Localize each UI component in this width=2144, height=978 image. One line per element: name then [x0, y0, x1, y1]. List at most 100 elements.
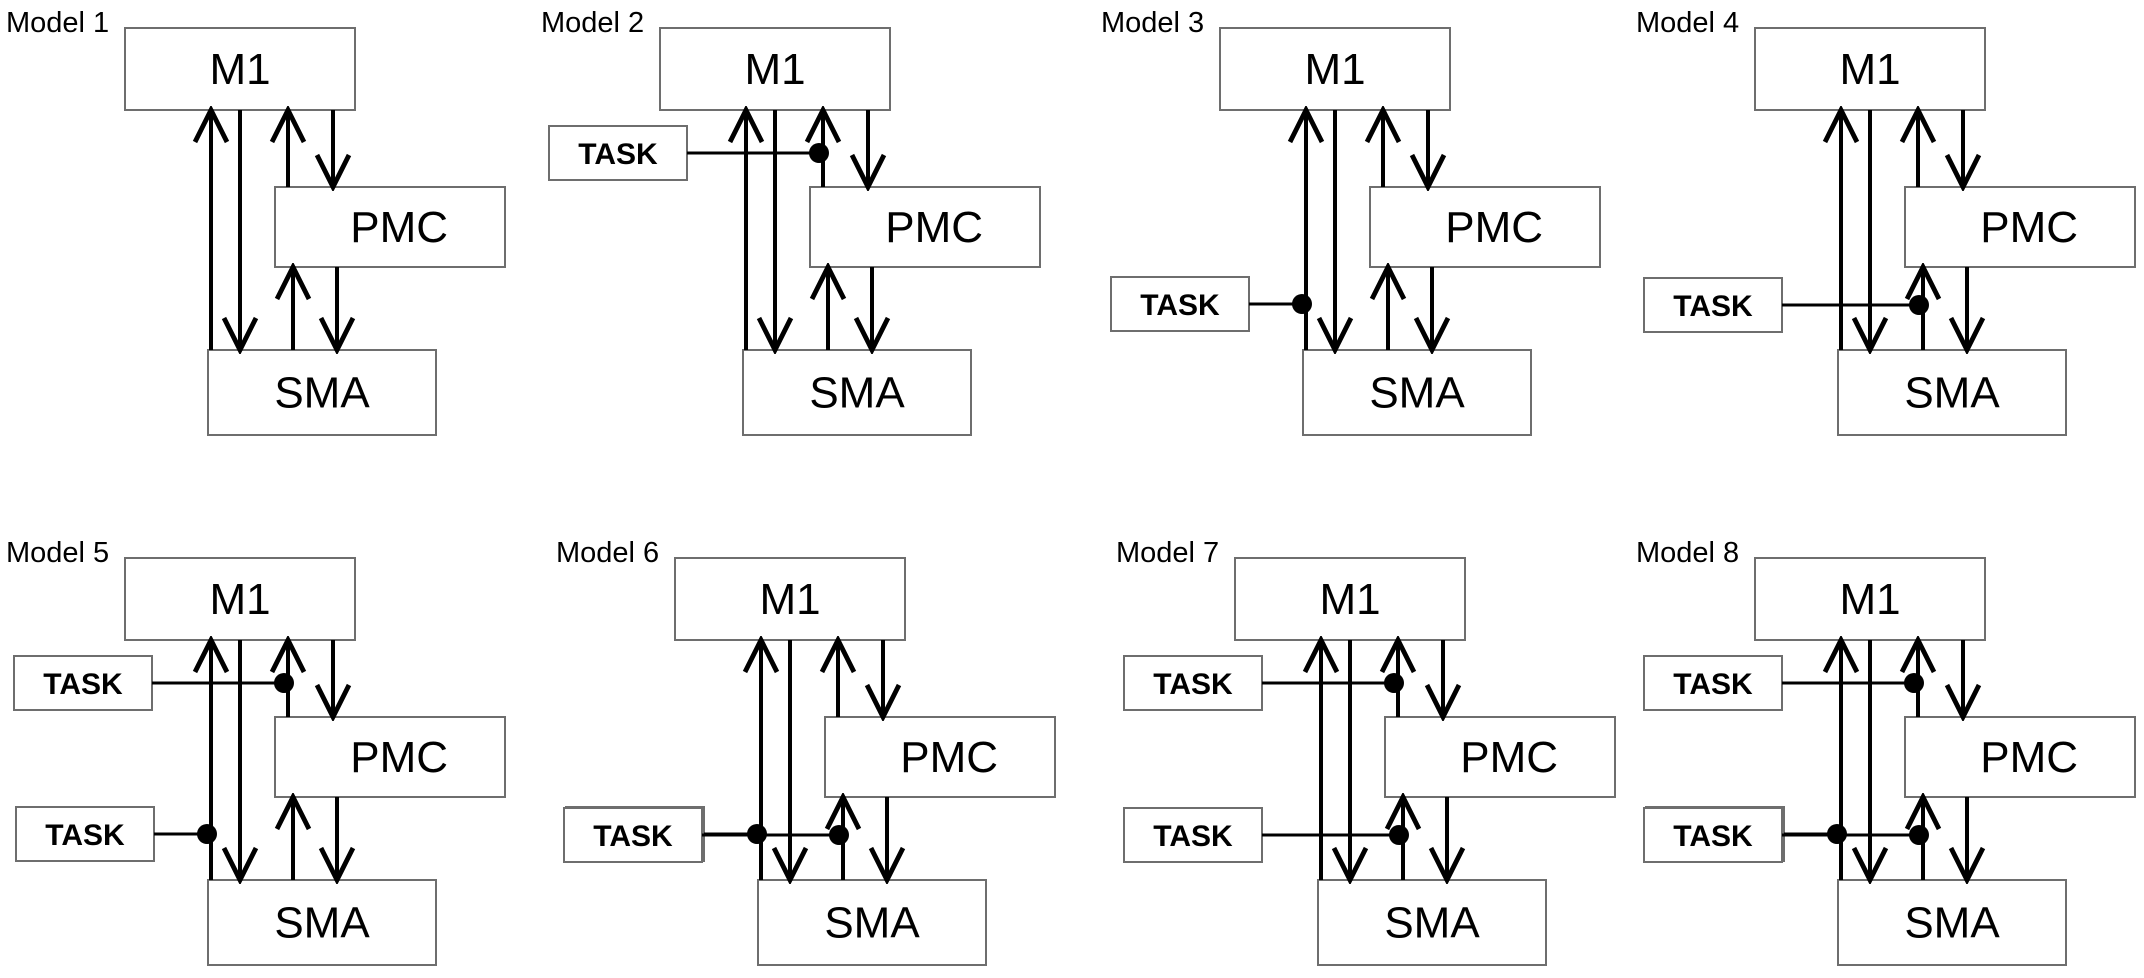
task-label: TASK — [1153, 668, 1233, 701]
task-input-2: TASK — [15, 806, 217, 862]
sma-label: SMA — [274, 899, 370, 948]
task-box — [1643, 655, 1783, 711]
pmc-label: PMC — [1460, 733, 1558, 782]
modulation-dot — [197, 824, 217, 844]
pmc-box: PMC — [1384, 716, 1616, 798]
sma-box: SMA — [1837, 879, 2067, 966]
task-input-2: TASK — [1123, 807, 1409, 863]
task-label: TASK — [1673, 668, 1753, 701]
pmc-box: PMC — [809, 186, 1041, 268]
task-input-3: TASK — [1643, 807, 1929, 863]
pmc-label: PMC — [1445, 203, 1543, 252]
sma-box: SMA — [1302, 349, 1532, 436]
task-input-1: TASK — [548, 125, 829, 181]
sma-label: SMA — [274, 369, 370, 418]
model-title: Model 8 — [1636, 537, 1739, 569]
model-title: Model 3 — [1101, 7, 1204, 39]
task-box — [13, 655, 153, 711]
modulation-dot — [1384, 673, 1404, 693]
m1-box: M1 — [674, 557, 906, 641]
pmc-box: PMC — [274, 186, 506, 268]
m1-label: M1 — [759, 575, 820, 624]
modulation-dot — [1292, 294, 1312, 314]
task-input-1: TASK — [13, 655, 294, 711]
m1-box: M1 — [1754, 27, 1986, 111]
task-input-2: TASK — [563, 807, 849, 863]
task-input-1: TASK — [1643, 655, 1924, 711]
sma-box: SMA — [207, 349, 437, 436]
task-label: TASK — [578, 138, 658, 171]
m1-label: M1 — [209, 575, 270, 624]
task-input-1: TASK — [1123, 655, 1404, 711]
model-title: Model 7 — [1116, 537, 1219, 569]
pmc-label: PMC — [1980, 733, 2078, 782]
model-title: Model 4 — [1636, 7, 1739, 39]
model-title: Model 6 — [556, 537, 659, 569]
task-box — [1123, 807, 1263, 863]
modulation-dot — [1909, 825, 1929, 845]
pmc-box: PMC — [824, 716, 1056, 798]
model-title: Model 1 — [6, 7, 109, 39]
m1-label: M1 — [744, 45, 805, 94]
sma-label: SMA — [1904, 369, 2000, 418]
m1-box: M1 — [1234, 557, 1466, 641]
task-label: TASK — [1673, 290, 1753, 323]
modulation-dot — [829, 825, 849, 845]
pmc-label: PMC — [350, 733, 448, 782]
pmc-box: PMC — [1904, 716, 2136, 798]
m1-box: M1 — [1754, 557, 1986, 641]
pmc-label: PMC — [885, 203, 983, 252]
task-input-1: TASK — [1643, 277, 1929, 333]
sma-label: SMA — [1369, 369, 1465, 418]
sma-box: SMA — [757, 879, 987, 966]
sma-label: SMA — [1384, 899, 1480, 948]
modulation-dot — [1904, 673, 1924, 693]
m1-label: M1 — [209, 45, 270, 94]
m1-label: M1 — [1304, 45, 1365, 94]
modulation-dot — [274, 673, 294, 693]
m1-label: M1 — [1839, 575, 1900, 624]
task-label: TASK — [1673, 820, 1753, 853]
pmc-box: PMC — [274, 716, 506, 798]
modulation-dot — [1389, 825, 1409, 845]
sma-box: SMA — [207, 879, 437, 966]
task-label: TASK — [43, 668, 123, 701]
task-box — [1123, 655, 1263, 711]
pmc-label: PMC — [350, 203, 448, 252]
task-label: TASK — [45, 819, 125, 852]
task-box — [548, 125, 688, 181]
pmc-label: PMC — [900, 733, 998, 782]
pmc-box: PMC — [1904, 186, 2136, 268]
m1-box: M1 — [659, 27, 891, 111]
pmc-label: PMC — [1980, 203, 2078, 252]
modulation-dot — [809, 143, 829, 163]
pmc-box: PMC — [1369, 186, 1601, 268]
sma-box: SMA — [1837, 349, 2067, 436]
model-title: Model 5 — [6, 537, 109, 569]
sma-box: SMA — [742, 349, 972, 436]
sma-label: SMA — [809, 369, 905, 418]
m1-label: M1 — [1319, 575, 1380, 624]
sma-label: SMA — [1904, 899, 2000, 948]
task-input-1: TASK — [1110, 276, 1312, 332]
sma-box: SMA — [1317, 879, 1547, 966]
task-box — [1643, 277, 1783, 333]
task-label: TASK — [1140, 289, 1220, 322]
m1-label: M1 — [1839, 45, 1900, 94]
task-box — [1110, 276, 1250, 332]
task-box — [15, 806, 155, 862]
m1-box: M1 — [124, 557, 356, 641]
modulation-dot — [1909, 295, 1929, 315]
sma-label: SMA — [824, 899, 920, 948]
task-label: TASK — [1153, 820, 1233, 853]
model-panel-6: Model 6M1PMCSMATASKTASK — [556, 537, 1056, 966]
model-title: Model 2 — [541, 7, 644, 39]
task-box — [563, 807, 703, 863]
m1-box: M1 — [124, 27, 356, 111]
